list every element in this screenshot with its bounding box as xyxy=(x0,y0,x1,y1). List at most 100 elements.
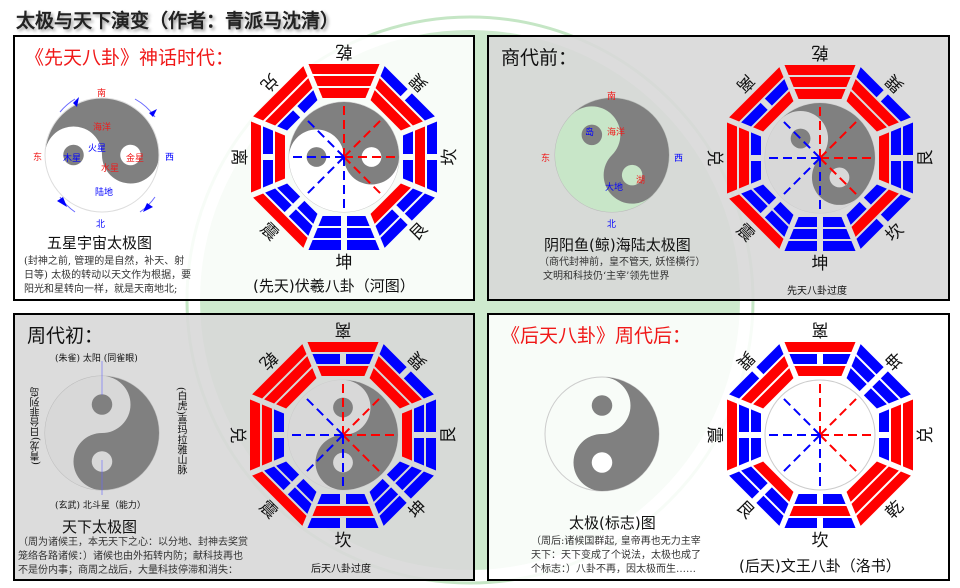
yin-line xyxy=(379,344,407,375)
yin-line xyxy=(872,379,899,404)
yin-line xyxy=(308,240,341,250)
label-west: 西 xyxy=(165,153,175,163)
trigram-label: 兑 xyxy=(227,427,247,444)
yin-line xyxy=(264,466,291,491)
yin-line xyxy=(851,356,876,383)
label-island: 岛 xyxy=(585,128,595,138)
bagua-spoke xyxy=(779,157,821,199)
trigram-label: 坎 xyxy=(440,149,460,166)
trigram-label: 乾 xyxy=(255,347,281,373)
taiji-light-dot xyxy=(120,144,141,166)
yin-line xyxy=(739,404,749,432)
yin-line xyxy=(879,409,889,432)
yin-line xyxy=(753,184,777,205)
yin-line xyxy=(856,67,884,98)
trigram-label: 乾 xyxy=(882,497,908,523)
yang-line xyxy=(370,183,411,224)
yin-line xyxy=(277,110,301,131)
yin-line xyxy=(317,494,340,504)
yin-line xyxy=(756,344,784,375)
yin-line xyxy=(403,131,413,154)
yang-line xyxy=(879,132,889,184)
yin-line xyxy=(823,241,856,251)
taiji-dark-dot xyxy=(581,124,603,146)
label-mercury: 水星 xyxy=(101,164,120,174)
bagua-spoke xyxy=(343,116,385,158)
bagua-spoke xyxy=(819,394,861,436)
yin-line xyxy=(380,66,408,97)
taiji-symbol xyxy=(555,97,669,212)
bagua-spoke xyxy=(779,117,821,159)
yin-line xyxy=(379,495,407,526)
yang-line xyxy=(846,91,887,132)
yin-line xyxy=(789,229,817,239)
yang-line xyxy=(727,399,737,471)
panel-before-shang: 乾巽艮坎坤震兑离 商代前： 南 东 西 北 岛 海洋 湖 大地 阴阳鱼(鲸)海陆… xyxy=(487,35,950,301)
bagua-spoke xyxy=(819,434,861,476)
note-line: 不是份内事；商周之战后，大量科技停滞和消失： xyxy=(18,565,238,576)
bagua-spoke xyxy=(343,156,385,198)
yang-line xyxy=(851,79,899,127)
yang-line xyxy=(375,78,423,126)
yang-line xyxy=(784,342,856,352)
bagua-spoke xyxy=(779,394,821,436)
yin-line xyxy=(347,240,380,250)
note-line: 笼络各路诸候：）诸候也由外拓转内防；献科技再也 xyxy=(18,551,243,562)
trigram-label: 巽 xyxy=(405,347,431,373)
taiji-light-dot xyxy=(361,147,382,167)
yin-line xyxy=(741,466,768,491)
yin-line xyxy=(856,218,884,249)
yang-line xyxy=(789,77,851,87)
yang-line xyxy=(903,399,913,471)
yin-line xyxy=(427,121,437,154)
bagua-spoke xyxy=(779,434,821,476)
panel-houtian-after-zhou: 离坤兑乾坎艮震巽 《后天八卦》周代后： 太极(标志)图 （周后:诸候国群起, 皇… xyxy=(487,313,950,581)
yin-line xyxy=(263,126,273,154)
yin-line xyxy=(823,354,851,364)
trigram-label: 兑 xyxy=(916,427,936,444)
label-ocean: 海洋 xyxy=(93,123,112,133)
yin-line xyxy=(404,93,435,121)
panel-heading: 周代初： xyxy=(27,325,104,347)
trigram-label: 坤 xyxy=(812,254,829,274)
yin-line xyxy=(773,201,794,225)
yang-line xyxy=(794,366,846,376)
trigram-坤 xyxy=(308,216,380,250)
panel-heading: 商代前： xyxy=(501,47,578,69)
taiji-yin-half xyxy=(573,377,659,491)
yang-line xyxy=(753,461,794,502)
label-right: (白虎)喜玛拉雅山脉 xyxy=(175,387,186,475)
yang-line xyxy=(308,64,380,74)
yin-line xyxy=(414,404,424,432)
yin-line xyxy=(346,494,369,504)
yang-line xyxy=(856,471,911,526)
yin-line xyxy=(369,478,390,502)
yin-line xyxy=(297,200,318,224)
trigram-label: 震 xyxy=(255,497,281,523)
trigram-坤 xyxy=(369,461,434,526)
trigram-label: 兑 xyxy=(704,150,724,167)
yang-line xyxy=(374,356,422,404)
yang-line xyxy=(276,368,317,409)
trigram-label: 震 xyxy=(704,427,724,444)
rotation-arrow-icon xyxy=(57,197,67,207)
label-south: 南 xyxy=(97,89,107,99)
panel-heading: 《先天八卦》神话时代： xyxy=(25,47,235,69)
trigram-离 xyxy=(307,342,379,376)
yin-line xyxy=(879,438,889,461)
yin-line xyxy=(751,438,761,461)
yin-line xyxy=(741,102,768,127)
trigram-巽 xyxy=(370,66,435,131)
yang-line xyxy=(312,506,374,516)
note-line: 日等) 太极的转动以天文作为根据，要 xyxy=(24,270,192,281)
yin-line xyxy=(395,466,422,491)
label-east: 东 xyxy=(33,153,43,163)
trigram-label: 巽 xyxy=(732,347,758,373)
note-line: 天下：天下变成了个说法，太极也成了 xyxy=(531,550,701,561)
yang-line xyxy=(784,65,856,75)
yin-line xyxy=(823,217,846,227)
yang-line xyxy=(741,356,789,404)
trigram-label: 巽 xyxy=(406,69,432,95)
yin-line xyxy=(856,344,884,375)
yin-line xyxy=(297,90,318,114)
